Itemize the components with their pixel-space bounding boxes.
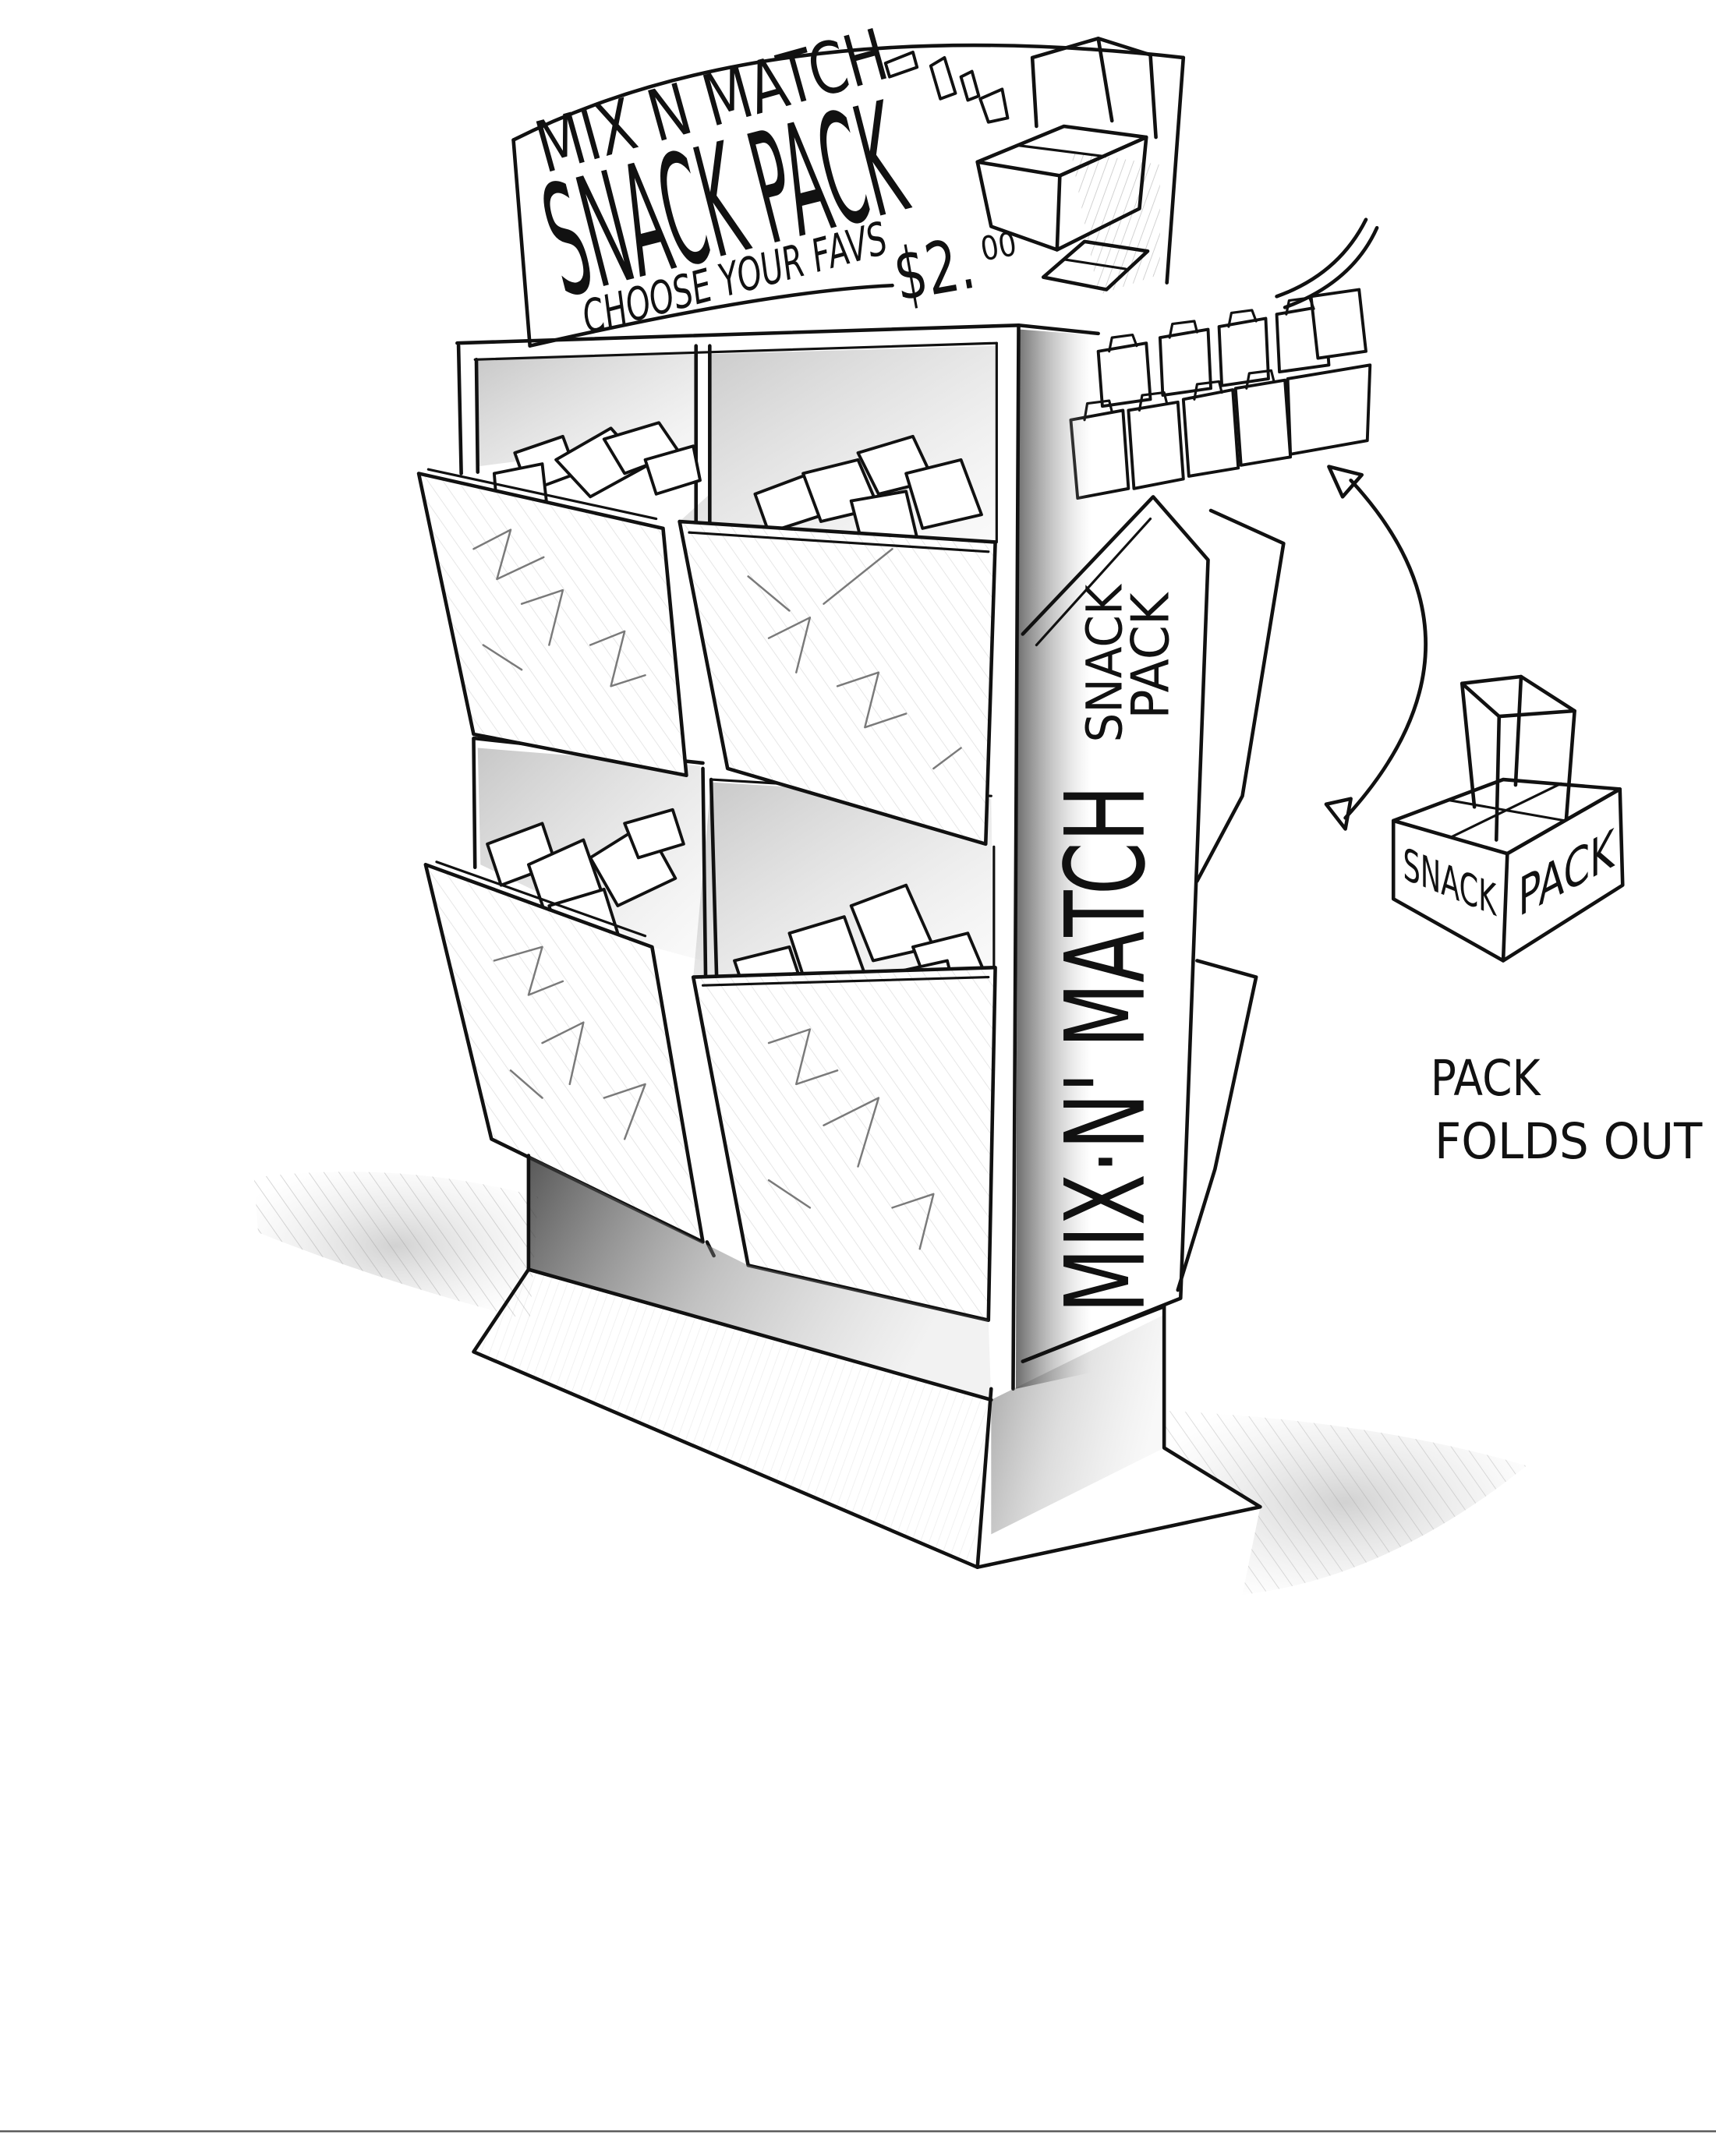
double-headed-arrow	[1324, 465, 1428, 831]
annotation-line2: FOLDS OUT	[1435, 1112, 1703, 1170]
header-sign: MIX N MATCH SNACK PACK CHOOSE YOUR FAVS …	[511, 13, 1186, 348]
bin-top-right	[678, 434, 997, 846]
box-label-pack: PACK	[1518, 817, 1615, 929]
ground-shadow	[253, 1172, 1527, 1595]
bin-top-left	[416, 421, 702, 778]
side-product-line1: SNACK	[1076, 584, 1134, 743]
upper-wing-panel	[1195, 508, 1286, 883]
side-brand-text: MIX·N' MATCH	[1042, 785, 1170, 1313]
lower-wing-panel	[1176, 959, 1258, 1292]
annotation-note: PACK FOLDS OUT	[1431, 1049, 1703, 1170]
cabinet-side-panel: MIX·N' MATCH SNACK PACK	[1011, 323, 1286, 1391]
header-price: $2.	[888, 221, 981, 317]
snack-box-sketch	[975, 37, 1158, 292]
flying-pack-icons	[883, 50, 1010, 124]
bin-bottom-left	[423, 808, 705, 1244]
header-price-cents: 00	[978, 224, 1020, 268]
annotation-line1: PACK	[1431, 1049, 1541, 1107]
display-base	[472, 1154, 1262, 1569]
side-product-line2: PACK	[1120, 592, 1180, 719]
bin-bottom-right	[691, 883, 997, 1323]
fold-out-box: SNACK PACK	[1391, 674, 1625, 963]
